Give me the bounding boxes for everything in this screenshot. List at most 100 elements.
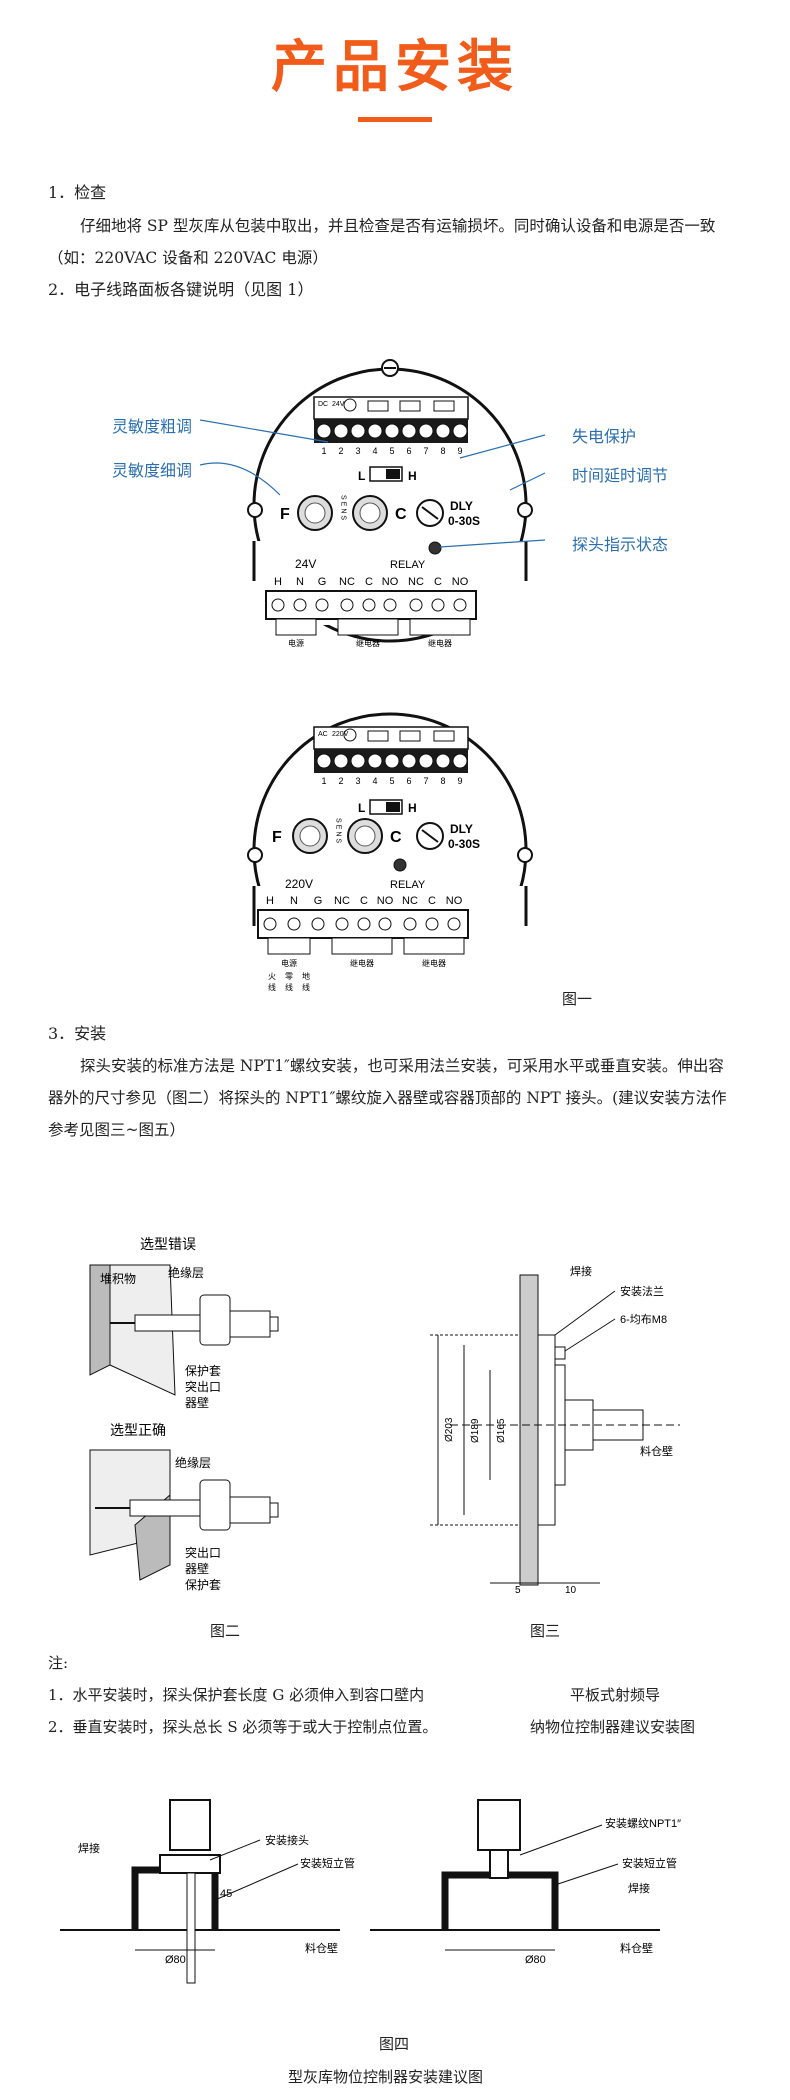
relay-label: RELAY xyxy=(390,879,426,891)
dim-80: Ø80 xyxy=(165,1954,186,1966)
terminal-num: 3 xyxy=(355,446,360,456)
label-weld: 焊接 xyxy=(628,1881,650,1895)
bottom-terminal-label: NO xyxy=(446,895,463,907)
wire-label: 线 xyxy=(285,982,293,992)
terminal-num: 2 xyxy=(338,776,343,786)
bottom-terminal-label: G xyxy=(318,576,327,588)
figure1-caption: 图一 xyxy=(562,990,593,1008)
foot-label: 继电器 xyxy=(422,958,446,968)
wire-label: 火 xyxy=(268,972,276,981)
label-protrusion: 突出口 xyxy=(185,1379,221,1394)
wire-label: 零 xyxy=(285,972,293,981)
foot-label: 电源 xyxy=(281,958,297,968)
label-bin-wall: 料仓壁 xyxy=(305,1941,338,1955)
label-insulation: 绝缘层 xyxy=(168,1265,204,1280)
knob-c-label: C xyxy=(390,829,402,846)
foot-label: 电源 xyxy=(288,638,304,648)
section3-heading: 3．安装 xyxy=(48,1024,107,1043)
terminal-num: 6 xyxy=(406,776,411,786)
callout-arrows xyxy=(200,419,546,548)
figure2-wrong-right-diagram: 选型错误 堆积物 绝缘层 保护套 突出口 器壁 选型正确 绝缘层 突出口 器壁 … xyxy=(89,1236,279,1592)
power-voltage-label: 220V xyxy=(285,877,313,891)
figure3-flange-diagram: Ø203 Ø189 Ø165 5 10 焊接 安装法兰 6-均布M8 料仓壁 xyxy=(430,1264,680,1596)
wire-label: 地 xyxy=(302,971,310,981)
control-panel-24v-diagram: DC 24V 1 2 3 4 5 6 7 8 9 L H F SENS C DL… xyxy=(247,359,533,648)
section3-line1: 探头安装的标准方法是 NPT1″螺纹安装，也可采用法兰安装，可采用水平或垂直安装… xyxy=(80,1057,724,1075)
terminal-num: 6 xyxy=(406,446,411,456)
figure2-caption: 图二 xyxy=(210,1622,241,1640)
label-npt-thread: 安装螺纹NPT1″ xyxy=(605,1816,681,1830)
callout-probe-status: 探头指示状态 xyxy=(572,535,669,554)
page-title: 产品安装 xyxy=(271,35,519,100)
figure3-caption: 图三 xyxy=(530,1622,561,1640)
wire-label: 线 xyxy=(302,982,310,992)
label-insulation: 绝缘层 xyxy=(175,1455,211,1470)
bottom-terminal-label: NC xyxy=(408,576,424,588)
figure4-left-diagram: 焊接 安装接头 安装短立管 45 Ø80 料仓壁 xyxy=(60,1799,355,1984)
dim-80: Ø80 xyxy=(525,1954,546,1966)
wrong-selection-title: 选型错误 xyxy=(140,1236,196,1252)
bottom-terminal-label: C xyxy=(428,895,436,907)
figure4-right-diagram: 安装螺纹NPT1″ 安装短立管 焊接 Ø80 料仓壁 xyxy=(370,1799,681,1966)
knob-c-label: C xyxy=(395,506,407,523)
terminal-num: 9 xyxy=(457,776,462,786)
label-joint: 安装接头 xyxy=(265,1833,309,1847)
wire-label: 线 xyxy=(268,982,276,992)
terminal-num: 8 xyxy=(440,776,445,786)
knob-f-label: F xyxy=(272,829,282,846)
terminal-num: 5 xyxy=(389,776,394,786)
dly-range-label: 0-30S xyxy=(448,514,480,528)
callout-power-loss-protection: 失电保护 xyxy=(572,427,637,446)
bottom-terminal-label: G xyxy=(314,895,323,907)
dim-5: 5 xyxy=(515,1585,521,1596)
terminal-num: 2 xyxy=(338,446,343,456)
terminal-num: 3 xyxy=(355,776,360,786)
dim-165: Ø165 xyxy=(496,1418,507,1443)
right-selection-title: 选型正确 xyxy=(110,1422,166,1438)
switch-h-label: H xyxy=(408,801,417,815)
bottom-terminal-label: N xyxy=(290,895,298,907)
sens-label: SENS xyxy=(335,818,342,845)
dly-label: DLY xyxy=(450,499,473,513)
switch-l-label: L xyxy=(358,801,365,815)
note-item-1: 1．水平安装时，探头保护套长度 G 必须伸入到容口壁内 xyxy=(48,1686,425,1704)
foot-label: 继电器 xyxy=(428,638,452,648)
dim-45: 45 xyxy=(220,1888,232,1900)
terminal-num: 4 xyxy=(372,446,377,456)
sens-label: SENS xyxy=(340,495,347,522)
dly-range-label: 0-30S xyxy=(448,837,480,851)
terminal-num: 5 xyxy=(389,446,394,456)
label-flange: 安装法兰 xyxy=(620,1284,664,1298)
note-side-1: 平板式射频导 xyxy=(570,1686,661,1704)
terminal-num: 7 xyxy=(423,446,428,456)
dc-label: DC xyxy=(318,401,328,408)
label-wall: 器壁 xyxy=(185,1395,209,1410)
bottom-terminal-label: NC xyxy=(402,895,418,907)
220v-top-label: 220V xyxy=(332,731,349,738)
foot-label: 继电器 xyxy=(356,638,380,648)
dim-203: Ø203 xyxy=(444,1417,455,1442)
terminal-num: 1 xyxy=(321,776,326,786)
bottom-terminal-label: N xyxy=(296,576,304,588)
label-wall: 器壁 xyxy=(185,1561,209,1576)
figure4-subtitle: 型灰库物位控制器安装建议图 xyxy=(288,2068,484,2086)
figure4-caption: 图四 xyxy=(379,2035,410,2053)
bottom-terminal-label: NO xyxy=(452,576,469,588)
bottom-terminal-label: H xyxy=(274,576,282,588)
switch-l-label: L xyxy=(358,469,365,483)
bottom-terminal-label: C xyxy=(360,895,368,907)
foot-label: 继电器 xyxy=(350,958,374,968)
relay-label: RELAY xyxy=(390,559,426,571)
terminal-num: 4 xyxy=(372,776,377,786)
title-underline xyxy=(358,117,432,122)
terminal-num: 1 xyxy=(321,446,326,456)
terminal-num: 8 xyxy=(440,446,445,456)
bottom-terminal-label: NO xyxy=(382,576,399,588)
switch-h-label: H xyxy=(408,469,417,483)
24v-top-label: 24V xyxy=(332,401,345,408)
bottom-terminal-label: H xyxy=(266,895,274,907)
label-riser: 安装短立管 xyxy=(622,1856,677,1870)
section3-line3: 参考见图三~图五） xyxy=(48,1121,185,1139)
bottom-terminal-label: C xyxy=(434,576,442,588)
label-weld: 焊接 xyxy=(78,1841,100,1855)
